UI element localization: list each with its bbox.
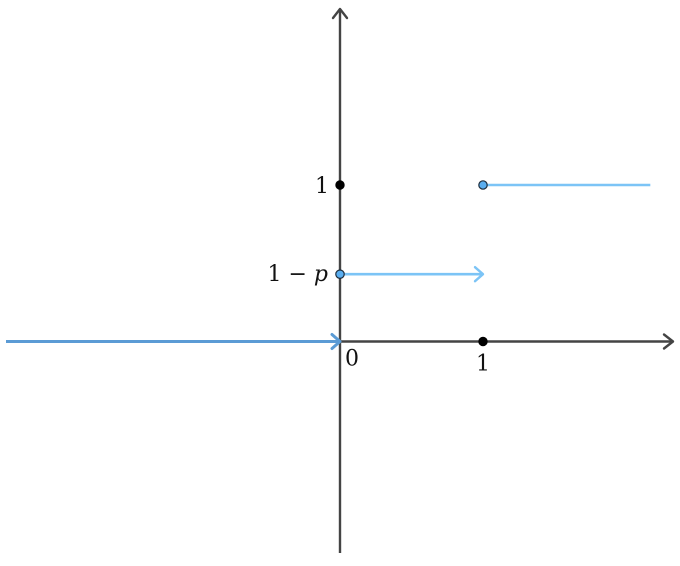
y-tick-label-1: 1 bbox=[315, 174, 329, 199]
open-point-2 bbox=[335, 269, 345, 280]
filled-point-0 bbox=[335, 180, 345, 190]
marked-points bbox=[335, 180, 488, 347]
x-axis-arrow bbox=[662, 333, 675, 350]
y-tick-label-one-minus: 1 − bbox=[267, 262, 313, 287]
y-tick-label-one-minus-p: 1 − p bbox=[267, 262, 328, 287]
step-segments bbox=[6, 183, 651, 350]
step-segment-arrow-1 bbox=[473, 266, 485, 283]
axes bbox=[6, 7, 675, 553]
x-tick-label-0: 0 bbox=[345, 347, 359, 372]
open-point-3 bbox=[478, 180, 488, 190]
step-segment-arrow-0 bbox=[330, 333, 342, 350]
x-tick-label-1: 1 bbox=[476, 352, 490, 377]
filled-point-1 bbox=[478, 336, 488, 347]
y-tick-label-p: p bbox=[314, 262, 328, 287]
y-axis-arrow bbox=[331, 7, 349, 20]
axis-labels: 0 1 1 1 − p bbox=[267, 174, 490, 377]
